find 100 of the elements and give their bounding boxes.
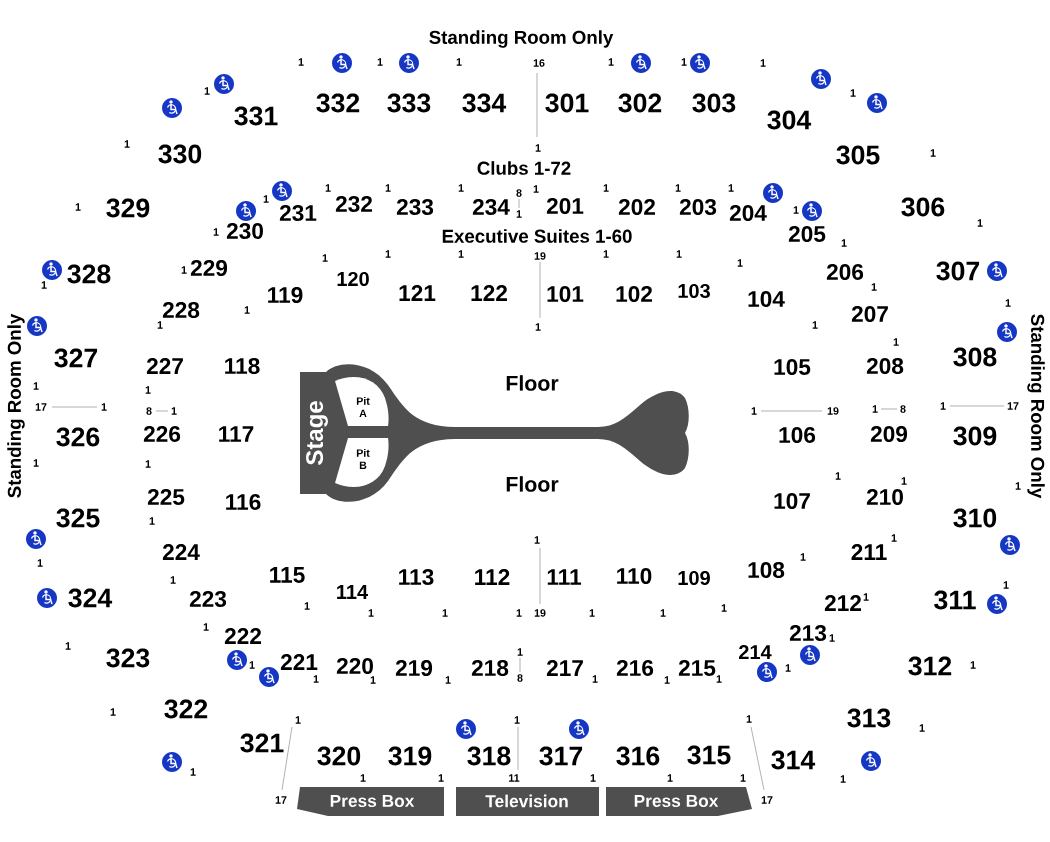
section-number: 115	[270, 567, 305, 583]
row-number: 1	[940, 402, 946, 410]
section-number: 330	[158, 144, 202, 164]
section-number: 206	[826, 263, 864, 281]
row-number: 1	[445, 676, 451, 684]
press-box: Press Box	[297, 787, 444, 816]
section-number: 112	[475, 569, 510, 585]
row-number: 1	[368, 609, 374, 617]
row-number: 1	[721, 604, 727, 612]
row-number: 1	[190, 768, 196, 776]
row-number: 1	[534, 536, 540, 544]
row-number: 1	[793, 206, 799, 214]
section-number: 220	[336, 657, 373, 675]
section-number: 103	[678, 283, 710, 299]
row-number: 1	[871, 283, 877, 291]
section-number: 224	[162, 544, 200, 560]
section-number: 218	[471, 659, 509, 677]
section-number: 318	[467, 746, 511, 766]
row-number: 1	[516, 210, 522, 218]
row-number: 1	[592, 675, 598, 683]
row-number: 8	[146, 407, 152, 415]
area-label: Standing Room Only	[429, 30, 614, 48]
row-number: 1	[325, 184, 331, 192]
row-number: 1	[676, 250, 682, 258]
row-number: 17	[1007, 402, 1019, 410]
row-number: 1	[1003, 581, 1009, 589]
section-number: 109	[678, 570, 710, 586]
section-number: 319	[388, 746, 432, 766]
row-number: 1	[590, 774, 596, 782]
row-number: 1	[377, 58, 383, 66]
row-number: 1	[840, 775, 846, 783]
row-number: 1	[385, 184, 391, 192]
section-number: 327	[54, 348, 98, 368]
section-number: 106	[779, 426, 816, 444]
section-number: 122	[471, 285, 507, 301]
section-number: 119	[268, 286, 303, 304]
row-number: 1	[101, 403, 107, 411]
section-number: 225	[147, 488, 185, 506]
row-number: 1	[863, 593, 869, 601]
section-number: 216	[616, 659, 654, 677]
section-number: 313	[847, 708, 891, 728]
row-number: 1	[535, 323, 541, 331]
section-number: 334	[462, 93, 507, 113]
section-number: 310	[953, 508, 997, 528]
section-number: 223	[189, 590, 227, 608]
section-number: 233	[396, 198, 434, 216]
row-number: 1	[760, 59, 766, 67]
pit-area: Pit A	[335, 376, 389, 426]
section-number: 107	[774, 492, 810, 510]
row-number: 1	[800, 553, 806, 561]
section-number: 108	[748, 561, 785, 579]
row-number: 1	[170, 576, 176, 584]
row-number: 1	[660, 609, 666, 617]
row-number: 8	[900, 405, 906, 413]
section-number: 305	[836, 145, 880, 165]
row-number: 1	[295, 716, 301, 724]
section-number: 204	[729, 204, 767, 222]
row-number: 1	[385, 250, 391, 258]
section-number: 231	[279, 204, 317, 222]
press-box: Press Box	[606, 787, 752, 816]
section-number: 314	[771, 750, 816, 770]
section-number: 222	[224, 628, 261, 644]
section-number: 234	[472, 198, 510, 216]
section-number: 117	[219, 426, 254, 442]
row-number: 1	[533, 185, 539, 193]
row-number: 1	[751, 407, 757, 415]
section-number: 211	[851, 544, 887, 560]
row-number: 1	[785, 664, 791, 672]
section-number: 208	[866, 357, 904, 375]
row-number: 1	[75, 203, 81, 211]
row-number: 1	[850, 89, 856, 97]
row-number: 1	[1005, 299, 1011, 307]
section-number: 101	[547, 285, 584, 303]
row-number: 19	[534, 252, 546, 260]
section-number: 212	[824, 595, 861, 611]
section-number: 213	[789, 624, 827, 642]
row-number: 1	[681, 58, 687, 66]
row-number: 1	[746, 715, 752, 723]
row-number: 1	[41, 281, 47, 289]
pit-area: Pit B	[335, 438, 389, 488]
row-number: 1	[149, 517, 155, 525]
section-number: 331	[234, 106, 278, 126]
row-number: 1	[1015, 482, 1021, 490]
area-label: Floor	[506, 375, 559, 391]
section-number: 323	[106, 648, 150, 668]
row-number: 1	[181, 266, 187, 274]
row-number: 1	[893, 338, 899, 346]
section-number: 227	[146, 358, 183, 374]
section-number: 118	[225, 357, 260, 375]
section-number: 328	[67, 264, 111, 284]
area-label: Executive Suites 1-60	[442, 229, 632, 243]
row-number: 1	[872, 405, 878, 413]
section-number: 317	[539, 746, 583, 766]
area-label: Standing Room Only	[7, 313, 25, 498]
section-number: 304	[767, 110, 812, 130]
row-number: 1	[263, 195, 269, 203]
row-number: 1	[829, 634, 835, 642]
row-number: 1	[919, 724, 925, 732]
section-number: 301	[545, 93, 589, 113]
row-number: 1	[516, 609, 522, 617]
